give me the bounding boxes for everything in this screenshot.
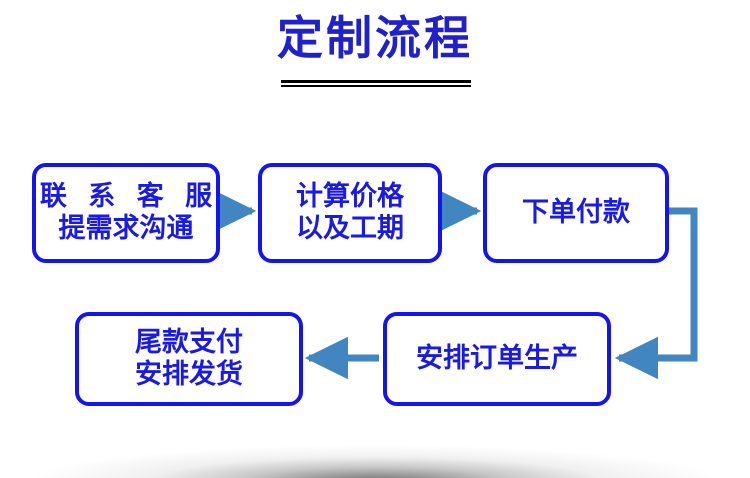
flow-node-final-payment-line-1: 尾款支付 [135, 327, 243, 359]
flow-node-contact-line-2: 提需求沟通 [58, 213, 194, 244]
canvas-bottom-shadow [0, 442, 750, 478]
flow-node-contact[interactable]: 联 系 客 服 提需求沟通 [32, 163, 220, 263]
title-underline-thin [281, 85, 471, 87]
title-underline-thick [281, 80, 471, 83]
flow-node-final-payment[interactable]: 尾款支付 安排发货 [75, 312, 303, 406]
flow-node-final-payment-line-2: 安排发货 [135, 359, 243, 390]
page-title-text: 定制流程 [277, 11, 473, 65]
flow-node-quote[interactable]: 计算价格 以及工期 [258, 163, 442, 263]
flow-node-quote-line-2: 以及工期 [296, 213, 404, 244]
title-underline [281, 80, 471, 87]
flow-node-production[interactable]: 安排订单生产 [383, 312, 611, 406]
flow-node-quote-line-1: 计算价格 [296, 181, 404, 213]
flow-node-payment-line-1: 下单付款 [522, 197, 630, 229]
flow-node-contact-line-1: 联 系 客 服 [39, 181, 219, 213]
flow-node-production-line-1: 安排订单生产 [416, 343, 578, 375]
flow-node-payment[interactable]: 下单付款 [483, 163, 669, 263]
page-title: 定制流程 [0, 11, 750, 65]
